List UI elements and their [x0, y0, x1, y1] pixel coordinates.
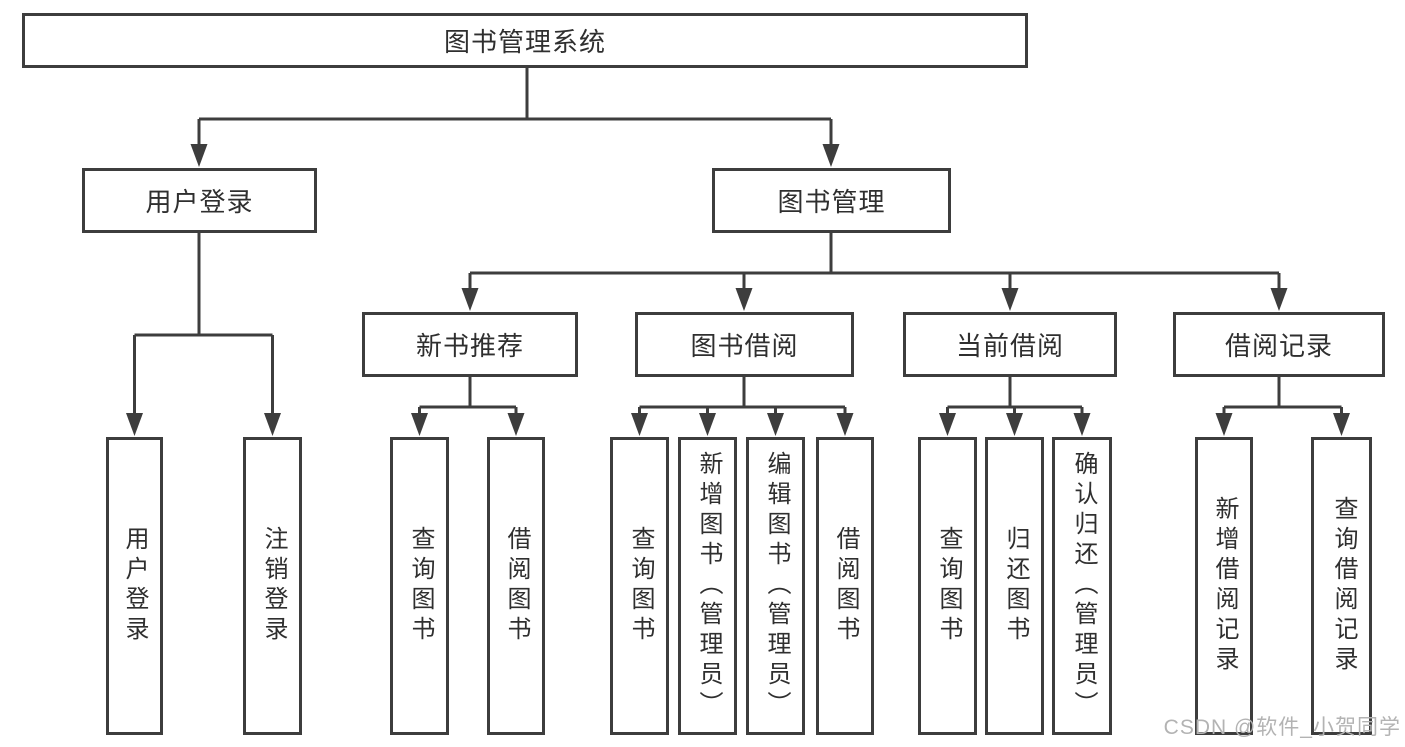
leaf-query-books-borrow: 查询图书 — [610, 437, 669, 735]
connector-group-user-login — [133, 233, 274, 416]
leaf-query-borrow-record: 查询借阅记录 — [1311, 437, 1372, 735]
leaf-query-books-current: 查询图书 — [918, 437, 977, 735]
leaf-add-borrow-record: 新增借阅记录 — [1195, 437, 1253, 735]
node-root: 图书管理系统 — [22, 13, 1028, 68]
leaf-add-book-admin: 新增图书（管理员） — [678, 437, 737, 735]
connector-group-book-borrow — [638, 377, 847, 417]
leaf-borrow-books-recommend: 借阅图书 — [487, 437, 545, 735]
node-user-login: 用户登录 — [82, 168, 317, 233]
node-current-borrow: 当前借阅 — [903, 312, 1117, 377]
node-book-borrow: 图书借阅 — [635, 312, 854, 377]
connector-group-borrow-records — [1222, 377, 1343, 417]
leaf-edit-book-admin: 编辑图书（管理员） — [746, 437, 805, 735]
leaf-user-login: 用户登录 — [106, 437, 163, 735]
connector-group-book-management — [468, 233, 1281, 291]
node-book-management: 图书管理 — [712, 168, 951, 233]
connector-group-root — [197, 68, 833, 146]
leaf-return-book: 归还图书 — [985, 437, 1044, 735]
leaf-confirm-return-admin: 确认归还（管理员） — [1052, 437, 1112, 735]
arrowheads — [126, 144, 1350, 436]
leaf-logout: 注销登录 — [243, 437, 302, 735]
connector-group-current-borrow — [946, 377, 1084, 417]
node-borrow-records: 借阅记录 — [1173, 312, 1385, 377]
leaf-query-books-recommend: 查询图书 — [390, 437, 449, 735]
leaf-borrow-books: 借阅图书 — [816, 437, 874, 735]
connector-group-new-book — [418, 377, 518, 417]
csdn-watermark: CSDN @软件_小贺同学 — [1163, 716, 1401, 739]
node-new-book-recommend: 新书推荐 — [362, 312, 578, 377]
